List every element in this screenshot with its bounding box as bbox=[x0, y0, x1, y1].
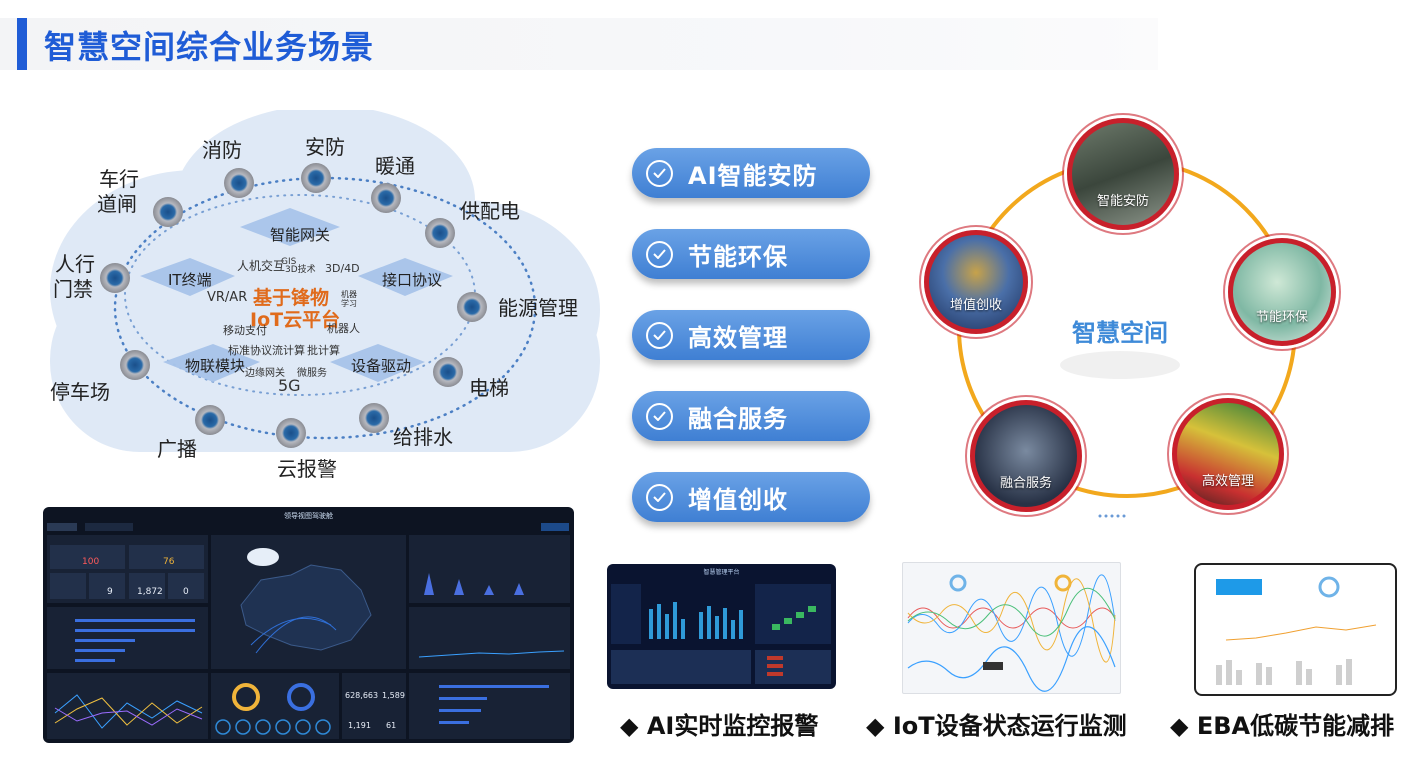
pill-label: 节能环保 bbox=[688, 242, 788, 271]
stat-value: 61 bbox=[386, 721, 397, 730]
dashboard-dropdown[interactable] bbox=[85, 523, 133, 531]
check-circle-icon bbox=[646, 402, 673, 430]
label-yunbaojing: 云报警 bbox=[277, 457, 337, 481]
ring-node-services: 融合服务 bbox=[970, 400, 1082, 512]
stat-value: 9 bbox=[107, 587, 113, 597]
pill-services: 融合服务 bbox=[632, 391, 870, 441]
leadership-dashboard: 领导视图驾驶舱 100 76 9 1,872 0 bbox=[43, 507, 574, 743]
pill-label: 融合服务 bbox=[688, 404, 788, 433]
title-accent-bar bbox=[17, 18, 27, 70]
ring-center-title: 智慧空间 bbox=[1072, 319, 1168, 347]
check-circle-icon bbox=[646, 159, 673, 187]
kw-3d4d: 3D/4D bbox=[325, 262, 360, 275]
stat-value: 100 bbox=[82, 557, 100, 567]
iot-cloud-diagram: 消防 安防 暖通 供配电 车行 道闸 人行 门禁 能源管理 停车场 电梯 广播 … bbox=[45, 110, 605, 481]
inner-protocol: 接口协议 bbox=[382, 271, 443, 289]
gauge-panel bbox=[211, 673, 339, 739]
dashboard-title: 领导视图驾驶舱 bbox=[284, 512, 333, 520]
iot-status-dashboard bbox=[902, 562, 1121, 694]
dashboard-tab[interactable] bbox=[47, 523, 77, 531]
ai-dashboard-title: 智慧管理平台 bbox=[703, 569, 740, 576]
label-nuantong: 暖通 bbox=[375, 154, 415, 178]
pill-label: 高效管理 bbox=[688, 323, 788, 352]
stat-value: 76 bbox=[163, 557, 175, 567]
ring-node-energy: 节能环保 bbox=[1228, 238, 1336, 346]
kw-pay: 移动支付 bbox=[223, 324, 267, 337]
inner-module: 物联模块 bbox=[185, 357, 246, 375]
label-gongpeidian: 供配电 bbox=[460, 199, 520, 223]
pill-revenue: 增值创收 bbox=[632, 472, 870, 522]
kw-micro: 微服务 bbox=[297, 368, 327, 379]
pill-label: 增值创收 bbox=[688, 485, 788, 514]
caption-ai-monitor: ◆ AI实时监控报警 bbox=[620, 712, 819, 740]
trend-panel bbox=[409, 607, 570, 669]
kw-3dtech: 3D技术 bbox=[285, 265, 316, 275]
pill-label: AI智能安防 bbox=[688, 161, 818, 190]
label-renxing-1: 人行 bbox=[55, 252, 95, 276]
ring-node-revenue: 增值创收 bbox=[924, 230, 1028, 334]
cloud-graphic bbox=[50, 110, 600, 452]
page-title: 智慧空间综合业务场景 bbox=[44, 28, 375, 66]
label-geipaishui: 给排水 bbox=[393, 425, 453, 449]
label-xiaofang: 消防 bbox=[202, 138, 242, 162]
kw-hci: 人机交互 bbox=[237, 259, 286, 273]
stat-value: 1,191 bbox=[348, 721, 371, 730]
kw-batch: 批计算 bbox=[307, 344, 340, 357]
label-tingchechang: 停车场 bbox=[50, 380, 110, 404]
stat-value: 0 bbox=[183, 587, 189, 597]
service-type-panel bbox=[409, 673, 570, 739]
center-title-line1: 基于锋物 bbox=[253, 287, 330, 309]
work-stats-panel: 100 76 9 1,872 0 bbox=[47, 535, 208, 603]
label-renxing-2: 门禁 bbox=[53, 277, 93, 301]
label-chexing-1: 车行 bbox=[99, 167, 139, 191]
caption-eba: ◆ EBA低碳节能减排 bbox=[1170, 712, 1395, 740]
label-nengyuan: 能源管理 bbox=[498, 296, 578, 320]
kw-stream: 流计算 bbox=[272, 344, 305, 357]
check-circle-icon bbox=[646, 321, 673, 349]
ring-node-security: 智能安防 bbox=[1067, 118, 1179, 230]
kw-gis: GIS bbox=[281, 257, 297, 267]
pill-energy: 节能环保 bbox=[632, 229, 870, 279]
smart-space-ring: 智慧空间 智能安防 节能环保 高效管理 融合服务 增值创收 bbox=[920, 100, 1340, 520]
kw-5g: 5G bbox=[278, 376, 301, 395]
label-anfang: 安防 bbox=[305, 135, 345, 159]
center-title-line2: IoT云平台 bbox=[250, 309, 341, 331]
caption-iot-monitor: ◆ IoT设备状态运行监测 bbox=[866, 712, 1127, 740]
kw-ml: 机器学习 bbox=[341, 290, 357, 308]
work-trend-panel bbox=[47, 673, 208, 739]
inner-driver: 设备驱动 bbox=[351, 357, 412, 375]
ring-node-label: 增值创收 bbox=[949, 298, 1002, 313]
kw-robot: 机器人 bbox=[327, 322, 360, 335]
label-guangbo: 广播 bbox=[157, 437, 197, 461]
eba-energy-dashboard bbox=[1194, 563, 1397, 696]
work-progress-panel bbox=[47, 607, 208, 669]
kw-edge: 边缘网关 bbox=[245, 368, 285, 379]
check-circle-icon bbox=[646, 240, 673, 268]
inner-gateway: 智能网关 bbox=[270, 226, 331, 244]
label-dianti: 电梯 bbox=[469, 376, 509, 400]
map-panel bbox=[211, 535, 406, 669]
tenant-panel bbox=[409, 535, 570, 603]
check-circle-icon bbox=[646, 483, 673, 511]
pill-management: 高效管理 bbox=[632, 310, 870, 360]
ai-monitor-dashboard: 智慧管理平台 bbox=[607, 564, 836, 689]
stat-value: 628,663 bbox=[345, 691, 379, 700]
ring-node-management: 高效管理 bbox=[1172, 398, 1284, 510]
label-chexing-2: 道闸 bbox=[97, 192, 137, 216]
kw-standard: 标准协议 bbox=[228, 344, 272, 357]
ring-node-label: 节能环保 bbox=[1255, 310, 1308, 325]
dashboard-action-button[interactable] bbox=[541, 523, 569, 531]
ring-node-label: 智能安防 bbox=[1096, 194, 1149, 209]
project-stats-panel: 628,663 1,589 1,191 61 bbox=[342, 673, 406, 739]
kw-vrar: VR/AR bbox=[207, 290, 248, 305]
ring-node-label: 高效管理 bbox=[1201, 474, 1254, 489]
ring-node-label: 融合服务 bbox=[999, 476, 1052, 491]
inner-terminal: IT终端 bbox=[168, 271, 212, 289]
stat-value: 1,872 bbox=[137, 587, 163, 597]
title-band bbox=[0, 18, 1158, 70]
pill-ai-security: AI智能安防 bbox=[632, 148, 870, 198]
stat-value: 1,589 bbox=[382, 691, 405, 700]
